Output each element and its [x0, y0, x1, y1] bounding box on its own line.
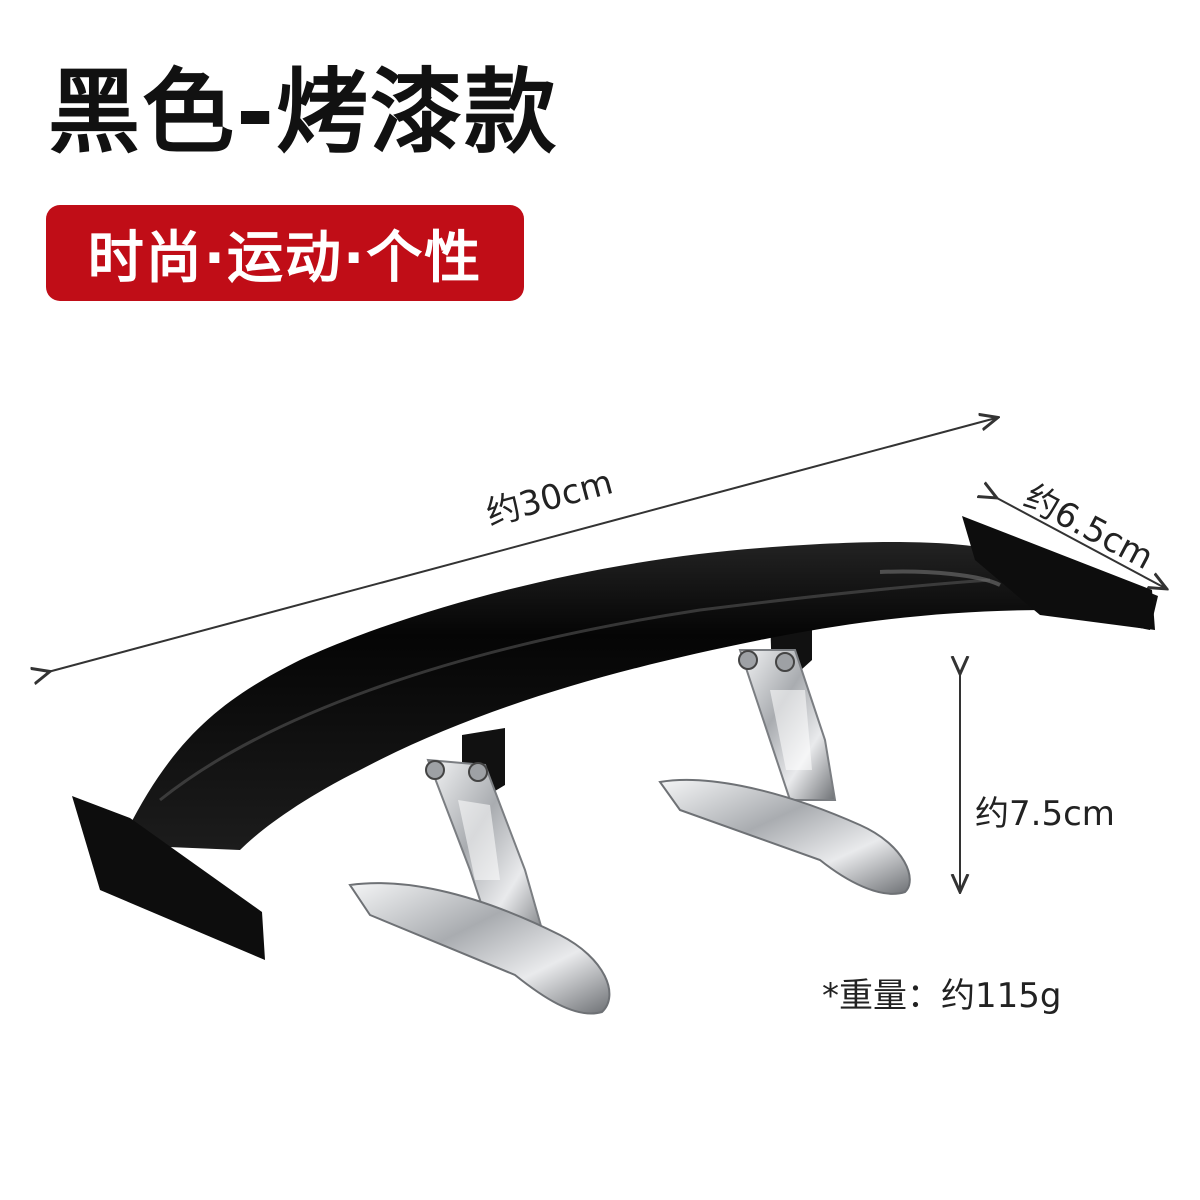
length-dimension-line: [48, 418, 996, 672]
feature-badge: 时尚·运动·个性: [46, 205, 524, 301]
product-title: 黑色-烤漆款: [48, 59, 559, 166]
left-support: [348, 728, 611, 1015]
weight-label: *重量：约115g: [822, 976, 1062, 1016]
right-support: [658, 612, 911, 895]
width-dimension-line: [995, 497, 1165, 588]
height-label: 约7.5cm: [975, 794, 1115, 834]
feature-badge-text: 时尚·运动·个性: [87, 225, 483, 291]
spoiler-wing: [72, 516, 1158, 960]
